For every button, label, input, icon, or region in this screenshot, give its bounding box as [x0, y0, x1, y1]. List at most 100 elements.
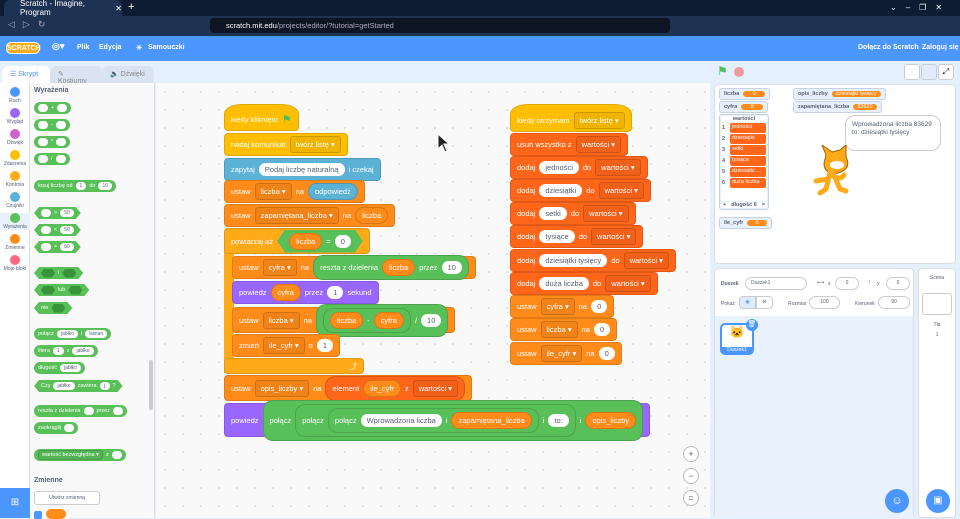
operator-block[interactable]: - — [34, 119, 70, 131]
input-slot[interactable] — [41, 243, 51, 251]
variable-dropdown[interactable]: wartości — [595, 159, 641, 176]
text-input[interactable]: 10 — [421, 313, 442, 327]
stage-thumbnail[interactable] — [922, 293, 952, 315]
list-resize-handle[interactable]: = — [761, 202, 765, 208]
new-tab-icon[interactable]: + — [128, 1, 135, 13]
green-flag-button[interactable]: ⚑ — [717, 64, 728, 78]
choose-sprite-button[interactable]: ☺ — [885, 489, 909, 513]
input-slot[interactable]: 50 — [60, 209, 74, 217]
text-input[interactable]: jedności — [539, 161, 579, 174]
input-slot[interactable]: j — [100, 382, 110, 390]
script1-block[interactable]: ⤴ — [224, 358, 364, 374]
list-value[interactable]: setki — [730, 145, 766, 155]
variable-dropdown[interactable]: ile_cyfr — [540, 345, 583, 362]
zoom-in-button[interactable]: + — [683, 446, 699, 462]
url-field[interactable]: scratch.mit.edu/projects/editor/?tutoria… — [210, 18, 670, 33]
list-value[interactable]: dziesiątki — [730, 134, 766, 144]
text-input[interactable]: Podaj liczbę naturalną — [258, 163, 345, 176]
show-eye-icon[interactable]: ◉ — [739, 296, 756, 309]
list-add-button[interactable]: + — [723, 202, 727, 208]
text-input[interactable]: duża liczba — [539, 277, 589, 290]
input-slot[interactable] — [38, 104, 48, 112]
category-wyrażenia[interactable]: Wyrażenia — [0, 213, 30, 230]
language-globe-icon[interactable]: ◎▾ — [52, 41, 65, 51]
list-value[interactable]: duża liczba — [730, 178, 766, 188]
variable-checkbox[interactable] — [34, 511, 42, 519]
dropdown[interactable]: wartość bezwzględna — [38, 450, 103, 460]
hide-eye-icon[interactable]: ⊘ — [756, 296, 773, 309]
variable-dropdown[interactable]: liczba — [254, 183, 292, 200]
category-zdarzenia[interactable]: Zdarzenia — [0, 150, 30, 167]
text-input[interactable]: dziesiątki tysięcy — [539, 254, 608, 267]
fullscreen-icon[interactable]: ⤢ — [938, 64, 954, 80]
input-slot[interactable]: jabłko — [72, 347, 94, 355]
script2-block[interactable]: ustawliczbana0 — [510, 318, 618, 341]
input-slot[interactable] — [38, 155, 48, 163]
abs-block[interactable]: wartość bezwzględnaz — [34, 449, 126, 461]
text-input[interactable]: to: — [548, 413, 569, 427]
category-moje bloki[interactable]: Moje bloki — [0, 255, 30, 272]
input-slot[interactable] — [41, 209, 51, 217]
variable-dropdown[interactable]: wartości — [605, 275, 651, 292]
menu-tutorials[interactable]: Samouczki — [148, 44, 185, 51]
large-stage-button[interactable] — [921, 64, 937, 80]
script1-block[interactable]: ustawcyfranareszta z dzielenialiczbaprze… — [232, 255, 476, 280]
input-slot[interactable]: 10 — [98, 182, 113, 190]
add-extension-button[interactable]: ⊞ — [0, 488, 30, 518]
size-input[interactable]: 100 — [809, 296, 840, 309]
operator-block[interactable]: / — [34, 153, 70, 165]
menu-edit[interactable]: Edycja — [99, 44, 122, 51]
make-variable-button[interactable]: Utwórz zmienną — [34, 491, 100, 505]
input-slot[interactable]: banan — [85, 330, 108, 338]
list-value[interactable]: jedności — [730, 123, 766, 133]
compare-block[interactable]: =50 — [34, 241, 81, 253]
compare-block[interactable]: >50 — [34, 207, 81, 219]
text-input[interactable]: 1 — [327, 286, 344, 299]
script1-block[interactable]: ustawliczbanaliczba-cyfra/10 — [232, 303, 456, 337]
operator-reporter[interactable]: liczba-cyfra — [322, 307, 411, 333]
cyfra-reporter[interactable]: cyfra — [270, 284, 301, 301]
input-slot[interactable]: jabłko — [56, 330, 78, 338]
text-input[interactable]: dziesiątki — [539, 184, 583, 197]
menu-file[interactable]: Plik — [77, 44, 90, 51]
input-slot[interactable] — [41, 226, 51, 234]
liczba-reporter[interactable]: liczba — [329, 311, 364, 329]
input-slot[interactable]: 1 — [52, 347, 64, 355]
variable-dropdown[interactable]: cyfra — [540, 298, 575, 315]
text-input[interactable]: 1 — [316, 339, 333, 352]
window-controls-icon[interactable]: ⌄–❐✕ — [890, 3, 952, 12]
zapamiętana_liczba-reporter[interactable]: zapamiętana_liczba — [451, 411, 532, 429]
variable-dropdown[interactable]: twórz listę — [573, 111, 625, 129]
category-zmienne[interactable]: Zmienne — [0, 234, 30, 251]
text-input[interactable]: 0 — [593, 323, 611, 336]
small-stage-button[interactable] — [904, 64, 920, 80]
script2-block[interactable]: ustawcyfrana0 — [510, 295, 615, 318]
zoom-reset-button[interactable]: = — [683, 490, 699, 506]
input-slot[interactable] — [38, 138, 48, 146]
close-tab-icon[interactable]: ✕ — [115, 3, 122, 13]
variable-dropdown[interactable]: twórz listę — [289, 136, 341, 153]
input-slot[interactable] — [112, 407, 123, 415]
text-input[interactable]: 0 — [591, 300, 608, 313]
variable-dropdown[interactable]: wartości — [583, 205, 629, 222]
input-slot[interactable]: 50 — [60, 243, 74, 251]
variable-dropdown[interactable]: wartości — [598, 182, 644, 199]
delete-sprite-icon[interactable]: 🗑 — [746, 319, 758, 331]
variable-dropdown[interactable]: ile_cyfr — [263, 337, 305, 354]
input-slot[interactable]: jabłko — [53, 382, 74, 390]
sign-in-link[interactable]: Zaloguj się — [922, 44, 959, 51]
variable-dropdown[interactable]: liczba — [262, 311, 300, 329]
input-slot[interactable]: 50 — [60, 226, 74, 234]
